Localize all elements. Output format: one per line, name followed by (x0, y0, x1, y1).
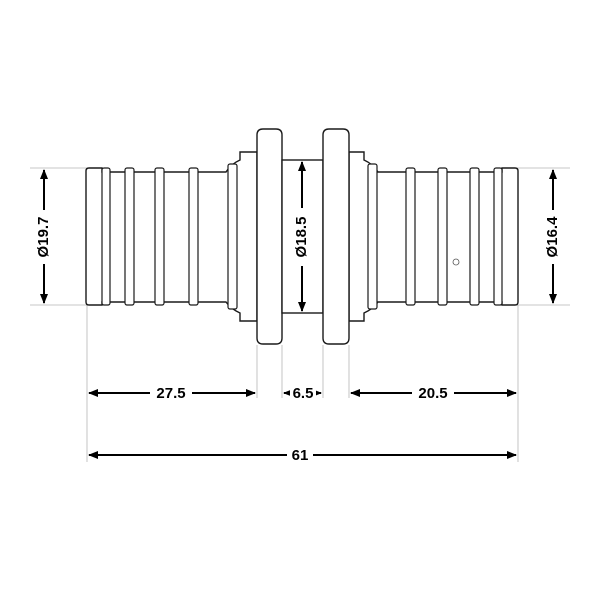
groove (154, 167, 165, 306)
coupling-fitting (85, 128, 519, 345)
groove (227, 163, 238, 310)
right-collar (322, 128, 350, 345)
diameter-inner-label: Ø18.5 (293, 217, 310, 258)
dimension-right-length: 20.5 (350, 384, 517, 402)
left-collar (256, 128, 283, 345)
groove (188, 167, 199, 306)
dimension-total-length: 61 (88, 446, 517, 464)
surface-mark (452, 258, 460, 266)
groove (124, 167, 135, 306)
total-length-label: 61 (292, 447, 309, 464)
groove (469, 167, 480, 306)
groove (101, 167, 111, 306)
dimension-inner: Ø18.5 (293, 161, 311, 312)
left-length-label: 27.5 (156, 385, 185, 402)
diameter-left-label: Ø19.7 (35, 217, 52, 258)
groove (367, 163, 378, 310)
extension-lines (30, 167, 570, 462)
dimension-outer-right: Ø16.4 (544, 169, 562, 304)
dimension-left-length: 27.5 (88, 384, 256, 402)
dimension-outer-left: Ø19.7 (35, 169, 53, 304)
dimension-middle-length: 6.5 (283, 384, 322, 402)
diameter-right-label: Ø16.4 (544, 216, 561, 258)
middle-length-label: 6.5 (293, 385, 314, 402)
groove (405, 167, 416, 306)
groove (437, 167, 448, 306)
right-length-label: 20.5 (418, 385, 447, 402)
groove (493, 167, 503, 306)
